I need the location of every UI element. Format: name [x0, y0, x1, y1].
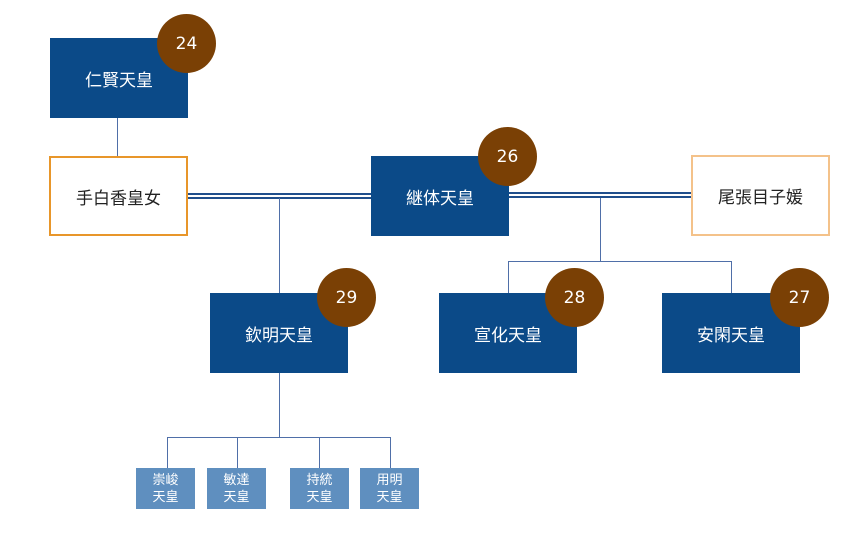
child1-drop-line [167, 437, 168, 468]
child-yomei: 用明 天皇 [360, 468, 419, 509]
node-owari-label: 尾張目子媛 [718, 188, 803, 208]
badge-senka-text: 28 [563, 287, 586, 308]
badge-ankan-text: 27 [788, 287, 811, 308]
child-jito-line1: 持統 [306, 472, 333, 488]
badge-keitai-text: 26 [496, 146, 519, 167]
ankan-drop-line [731, 261, 732, 293]
child-sushun-line2: 天皇 [152, 489, 179, 505]
child-bidatsu-line1: 敏達 [223, 472, 250, 488]
children-branch-line [167, 437, 391, 438]
badge-ankan-number: 27 [770, 268, 829, 327]
kinmei-children-line [279, 372, 280, 437]
badge-senka-number: 28 [545, 268, 604, 327]
child-sushun: 崇峻 天皇 [136, 468, 195, 509]
marriage-line-keitai-owari [508, 192, 693, 198]
child3-drop-line [319, 437, 320, 468]
ninken-to-tashiraka-line [117, 118, 118, 158]
child-sushun-line1: 崇峻 [152, 472, 179, 488]
child4-drop-line [390, 437, 391, 468]
node-senka-label: 宣化天皇 [474, 325, 542, 346]
senka-drop-line [508, 261, 509, 293]
node-kinmei-label: 欽明天皇 [245, 325, 313, 346]
node-ankan: 安閑天皇 [662, 293, 800, 373]
sons-branch-line [508, 261, 732, 262]
node-keitai-label: 継体天皇 [406, 188, 474, 209]
badge-kinmei-number: 29 [317, 268, 376, 327]
node-owari: 尾張目子媛 [691, 155, 830, 236]
node-tashiraka-label: 手白香皇女 [76, 188, 161, 209]
badge-ninken-text: 24 [175, 33, 198, 54]
badge-keitai-number: 26 [478, 127, 537, 186]
node-ninken-label: 仁賢天皇 [85, 70, 153, 91]
child-jito-line2: 天皇 [306, 489, 333, 505]
child-bidatsu: 敏達 天皇 [207, 468, 266, 509]
badge-ninken-number: 24 [157, 14, 216, 73]
node-ninken: 仁賢天皇 [50, 38, 188, 118]
child-yomei-line1: 用明 [376, 472, 403, 488]
badge-kinmei-text: 29 [335, 287, 358, 308]
node-tashiraka: 手白香皇女 [49, 156, 188, 236]
child2-drop-line [237, 437, 238, 468]
node-ankan-label: 安閑天皇 [697, 325, 765, 346]
child-jito: 持統 天皇 [290, 468, 349, 509]
owari-descent-line [600, 198, 601, 261]
kinmei-descent-line [279, 198, 280, 293]
child-yomei-line2: 天皇 [376, 489, 403, 505]
child-bidatsu-line2: 天皇 [223, 489, 250, 505]
